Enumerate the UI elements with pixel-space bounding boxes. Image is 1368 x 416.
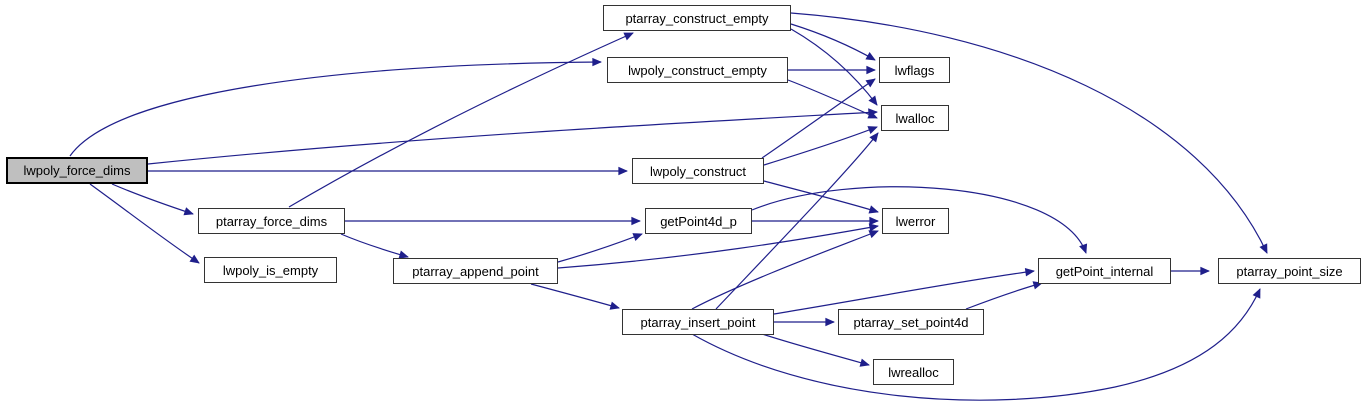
- node-lwalloc[interactable]: lwalloc: [881, 105, 949, 131]
- edge-ptarray_append_point-to-ptarray_insert_point: [530, 283, 620, 310]
- node-ptarray_set_point4d[interactable]: ptarray_set_point4d: [838, 309, 984, 335]
- edge-ptarray_insert_point-to-getPoint_internal: [773, 267, 1035, 315]
- node-lwrealloc[interactable]: lwrealloc: [873, 359, 954, 385]
- node-label: lwpoly_is_empty: [222, 262, 319, 278]
- edge-ptarray_insert_point-to-ptarray_point_size: [691, 288, 1261, 401]
- node-lwpoly_is_empty[interactable]: lwpoly_is_empty: [204, 257, 337, 283]
- node-label: ptarray_append_point: [412, 263, 539, 279]
- node-label: ptarray_force_dims: [215, 213, 328, 229]
- node-lwpoly_construct_empty[interactable]: lwpoly_construct_empty: [607, 57, 788, 83]
- node-label: lwerror: [895, 213, 936, 229]
- edge-getPoint4d_p-to-getPoint_internal: [751, 186, 1088, 254]
- node-label: getPoint_internal: [1055, 263, 1154, 279]
- edge-lwpoly_construct-to-lwalloc: [763, 126, 878, 166]
- node-ptarray_construct_empty[interactable]: ptarray_construct_empty: [603, 5, 791, 31]
- node-label: lwpoly_construct: [649, 163, 747, 179]
- node-ptarray_force_dims[interactable]: ptarray_force_dims: [198, 208, 345, 234]
- node-label: lwrealloc: [888, 364, 939, 380]
- node-label: ptarray_point_size: [1236, 263, 1343, 279]
- edge-lwpoly_force_dims-to-ptarray_force_dims: [111, 183, 194, 216]
- edge-ptarray_construct_empty-to-lwalloc: [790, 28, 878, 106]
- edge-lwpoly_force_dims-to-lwalloc: [147, 108, 878, 165]
- node-label: lwpoly_construct_empty: [628, 62, 767, 78]
- edge-ptarray_force_dims-to-ptarray_append_point: [340, 233, 409, 259]
- edge-ptarray_append_point-to-lwerror: [557, 223, 879, 269]
- node-label: ptarray_set_point4d: [853, 314, 969, 330]
- node-label: lwpoly_force_dims: [23, 163, 131, 178]
- edge-ptarray_append_point-to-getPoint4d_p: [557, 233, 643, 263]
- edge-lwpoly_construct-to-lwerror: [763, 180, 879, 214]
- node-getPoint4d_p[interactable]: getPoint4d_p: [645, 208, 752, 234]
- edge-ptarray_set_point4d-to-getPoint_internal: [965, 281, 1043, 310]
- edge-lwpoly_force_dims-to-lwpoly_construct_empty: [69, 57, 602, 157]
- node-label: ptarray_insert_point: [640, 314, 756, 330]
- edge-ptarray_construct_empty-to-lwflags: [790, 23, 876, 61]
- node-ptarray_append_point[interactable]: ptarray_append_point: [393, 258, 558, 284]
- node-lwerror[interactable]: lwerror: [882, 208, 949, 234]
- edge-lwpoly_force_dims-to-lwpoly_is_empty: [89, 183, 200, 264]
- node-ptarray_point_size[interactable]: ptarray_point_size: [1218, 258, 1361, 284]
- edge-ptarray_insert_point-to-lwerror: [691, 230, 879, 310]
- node-getPoint_internal[interactable]: getPoint_internal: [1038, 258, 1171, 284]
- node-lwpoly_force_dims: lwpoly_force_dims: [6, 157, 148, 184]
- edge-group: [69, 12, 1268, 401]
- edge-ptarray_insert_point-to-lwrealloc: [761, 333, 870, 367]
- node-label: lwalloc: [895, 110, 935, 126]
- node-lwpoly_construct[interactable]: lwpoly_construct: [632, 158, 764, 184]
- node-label: getPoint4d_p: [660, 213, 737, 229]
- edge-ptarray_force_dims-to-ptarray_construct_empty: [288, 32, 634, 208]
- edge-lwpoly_construct-to-lwflags: [761, 78, 876, 159]
- edge-ptarray_insert_point-to-lwalloc: [715, 132, 879, 310]
- edge-lwpoly_construct_empty-to-lwalloc: [787, 79, 878, 119]
- edge-ptarray_construct_empty-to-ptarray_point_size: [790, 12, 1268, 254]
- node-label: lwflags: [894, 62, 935, 78]
- node-label: ptarray_construct_empty: [625, 10, 769, 26]
- node-ptarray_insert_point[interactable]: ptarray_insert_point: [622, 309, 774, 335]
- node-lwflags[interactable]: lwflags: [879, 57, 950, 83]
